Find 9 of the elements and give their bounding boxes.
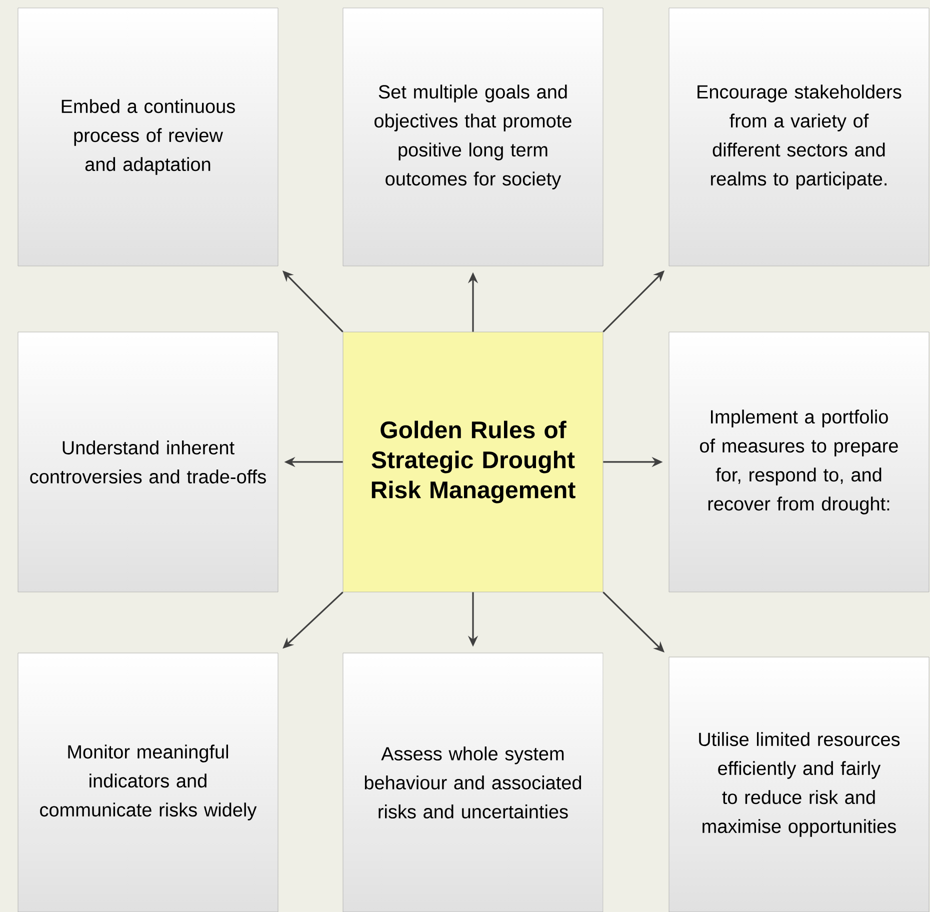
rule-box: Assess whole system behaviour and associated risks and uncertainties — [342, 652, 604, 912]
rule-box: Understand inherent controversies and trade-offs — [18, 332, 278, 592]
rule-box: Set multiple goals and objectives that promote positive long term outcomes for society — [342, 8, 604, 266]
rule-box: Monitor meaningful indicators and communicate risks widely — [18, 652, 278, 912]
rule-box: Encourage stakeholders from a variety of different sectors and realms to participate. — [668, 8, 930, 266]
title-box: Golden Rules of Strategic Drought Risk Management — [342, 332, 604, 592]
rule-box: Utilise limited resources efficiently and fairly to reduce risk and maximise opportunities — [668, 656, 930, 912]
rule-box: Embed a continuous process of review and adaptation — [18, 8, 278, 266]
rule-box: Implement a portfolio of measures to prepare for, respond to, and recover from drought: — [668, 332, 930, 592]
